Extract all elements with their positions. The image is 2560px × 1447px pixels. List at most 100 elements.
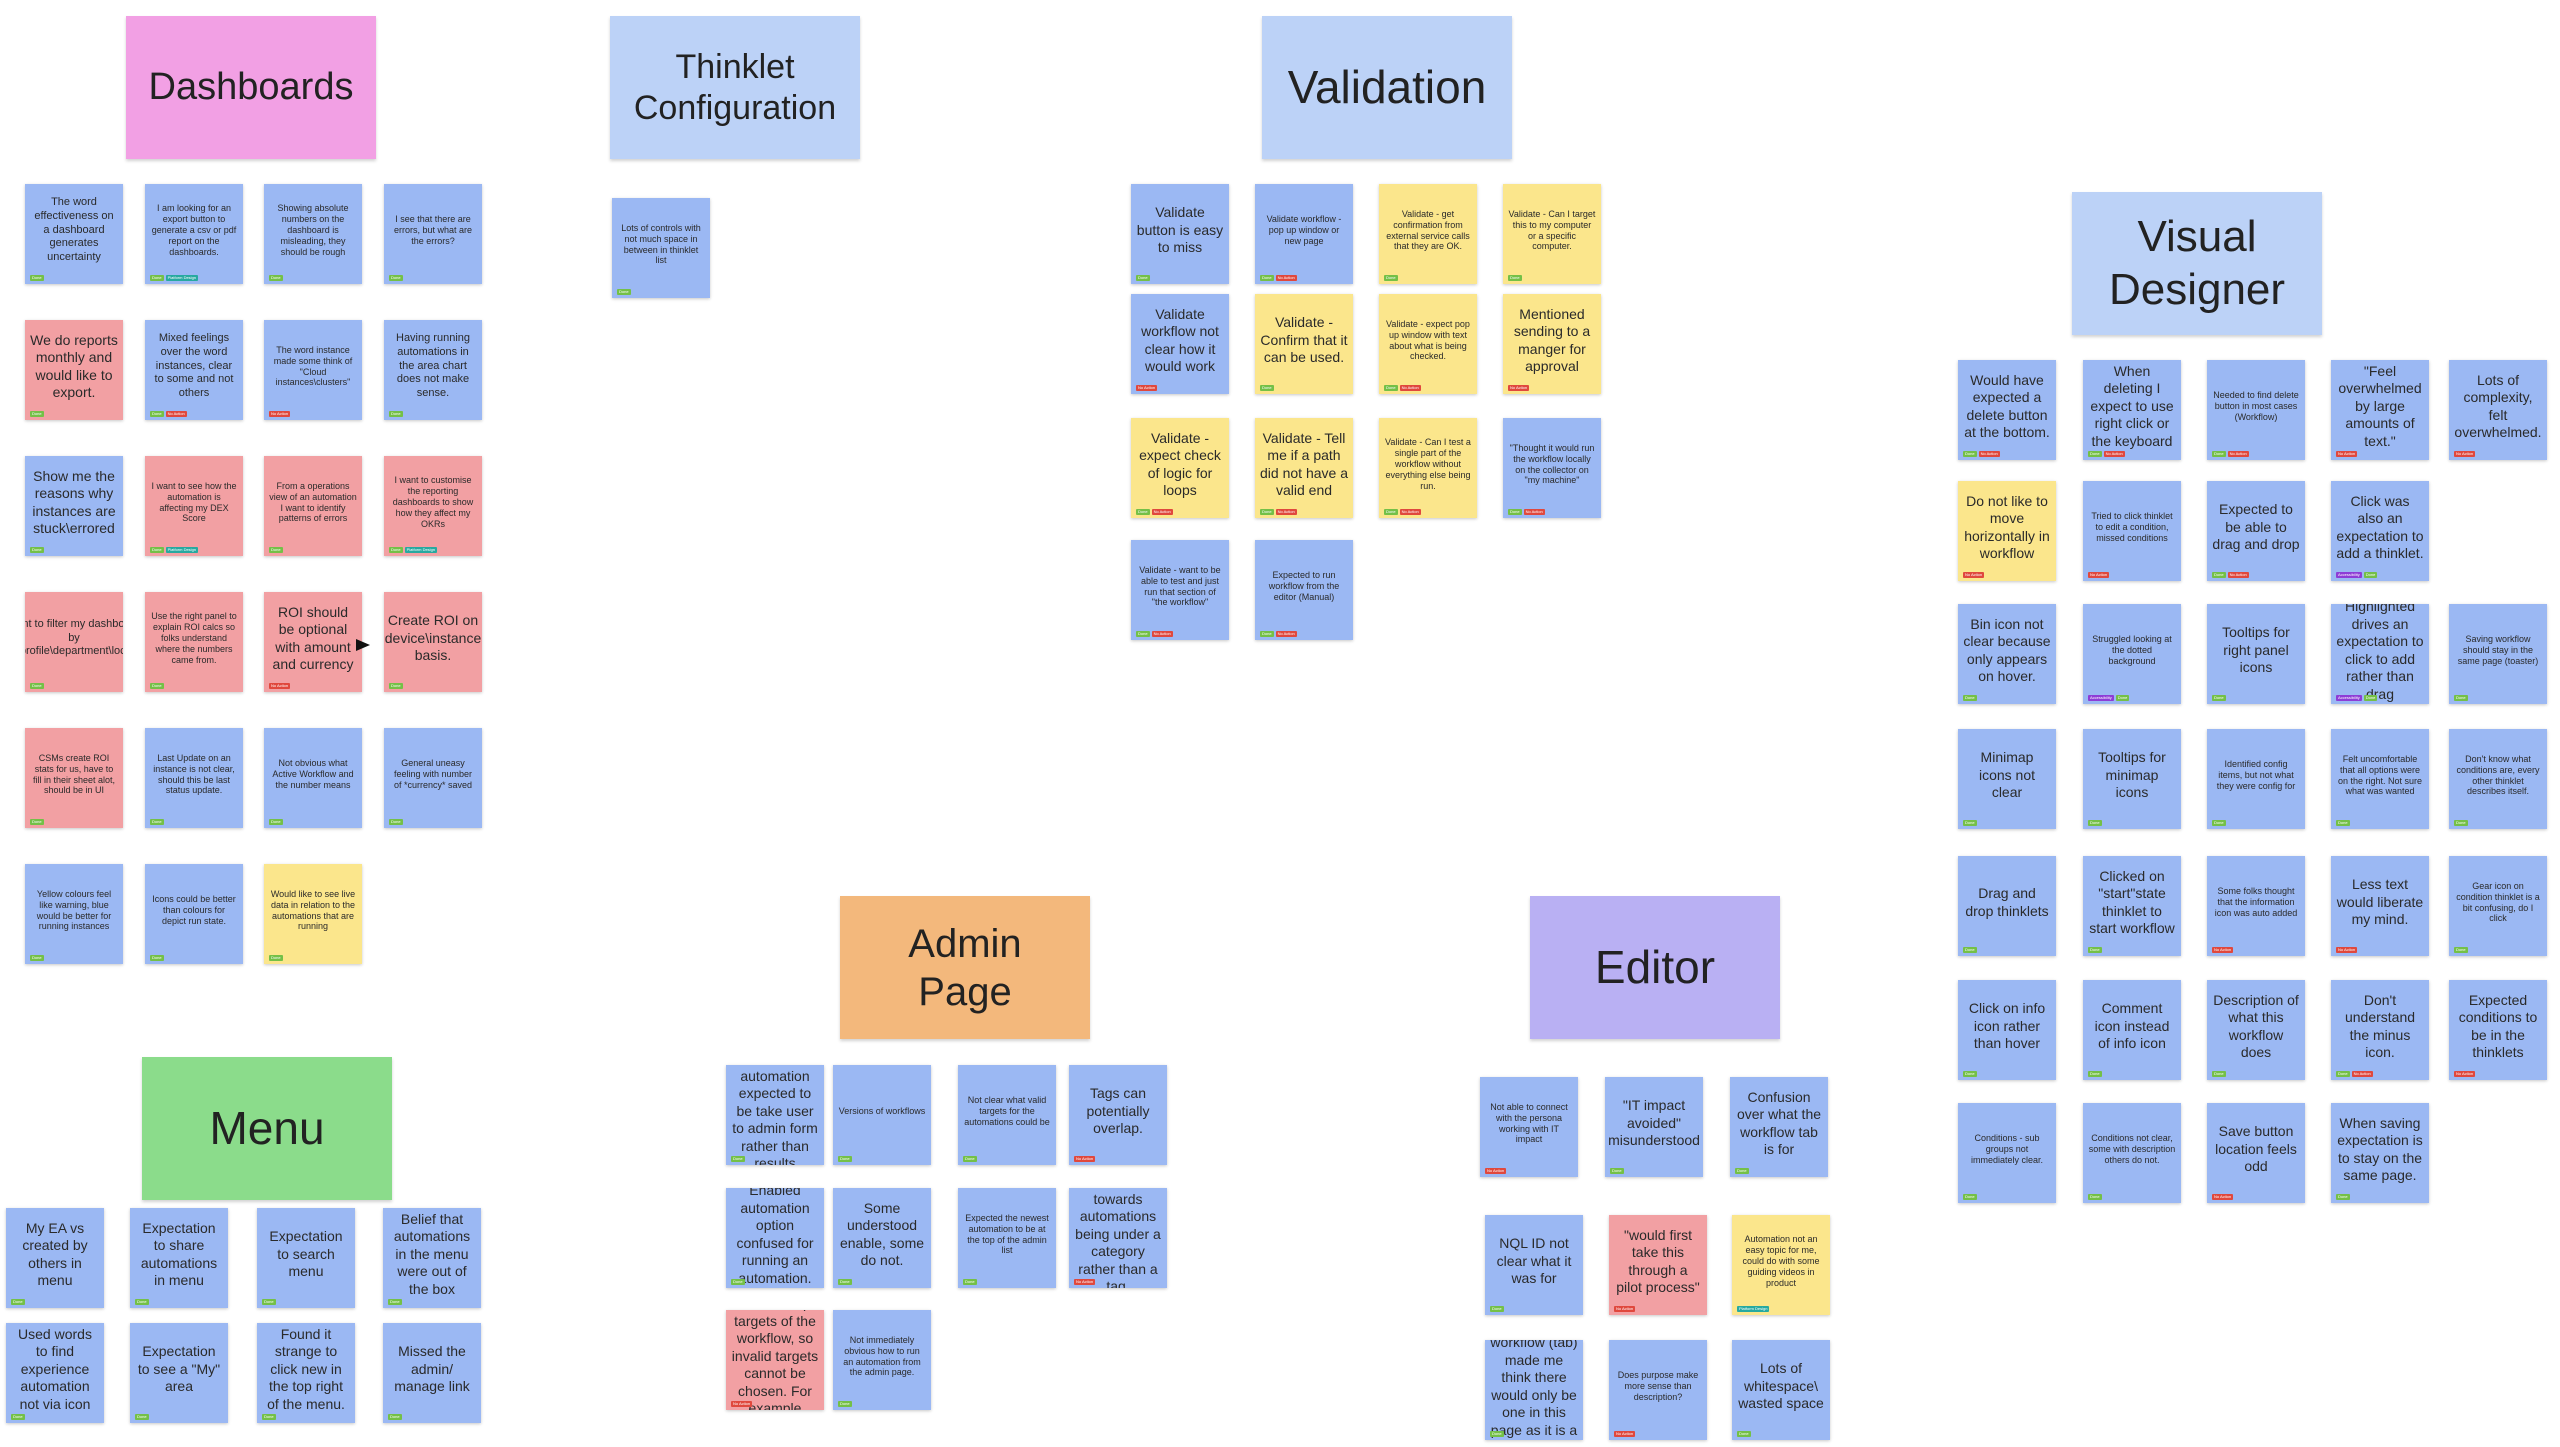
sticky-note[interactable]: Showing absolute numbers on the dashboar… — [264, 184, 362, 284]
sticky-note[interactable]: Enabled automation option confused for r… — [726, 1188, 824, 1288]
sticky-note[interactable]: Don't know what conditions are, every ot… — [2449, 729, 2547, 829]
sticky-note[interactable]: Found it strange to click new in the top… — [257, 1323, 355, 1423]
sticky-note[interactable]: Show me the reasons why instances are st… — [25, 456, 123, 556]
sticky-note[interactable]: Automation not an easy topic for me, cou… — [1732, 1215, 1830, 1315]
sticky-note[interactable]: Belief that automations in the menu were… — [383, 1208, 481, 1308]
sticky-note[interactable]: Less text would liberate my mind.No Acti… — [2331, 856, 2429, 956]
sticky-note[interactable]: Click was also an expectation to add a t… — [2331, 481, 2429, 581]
sticky-note[interactable]: Having running automations in the area c… — [384, 320, 482, 420]
sticky-note[interactable]: Some folks thought that the information … — [2207, 856, 2305, 956]
sticky-note[interactable]: Last Update on an instance is not clear,… — [145, 728, 243, 828]
sticky-note[interactable]: Validate workflow not clear how it would… — [1131, 294, 1229, 394]
sticky-note[interactable]: ROI should be optional with amount and c… — [264, 592, 362, 692]
sticky-note[interactable]: Create ROI on device\instance basis.Done — [384, 592, 482, 692]
sticky-note[interactable]: Lots of complexity, felt overwhelmed.No … — [2449, 360, 2547, 460]
sticky-note[interactable]: Felt uncomfortable that all options were… — [2331, 729, 2429, 829]
sticky-note[interactable]: Saving workflow should stay in the same … — [2449, 604, 2547, 704]
sticky-note[interactable]: Conditions - sub groups not immediately … — [1958, 1103, 2056, 1203]
sticky-note[interactable]: Not clear what valid targets for the aut… — [958, 1065, 1056, 1165]
sticky-note[interactable]: Validate - Can I target this to my compu… — [1503, 184, 1601, 284]
sticky-note[interactable]: I want to customise the reporting dashbo… — [384, 456, 482, 556]
sticky-note[interactable]: Struggled looking at the dotted backgrou… — [2083, 604, 2181, 704]
sticky-note[interactable]: Validate - expect pop up window with tex… — [1379, 294, 1477, 394]
sticky-note[interactable]: Preference towards automations being und… — [1069, 1188, 1167, 1288]
sticky-note[interactable]: Confusion over what the workflow tab is … — [1730, 1077, 1828, 1177]
sticky-note[interactable]: Validate - want to be able to test and j… — [1131, 540, 1229, 640]
sticky-note[interactable]: We do reports monthly and would like to … — [25, 320, 123, 420]
sticky-note[interactable]: Lots of controls with not much space in … — [612, 198, 710, 298]
sticky-note[interactable]: Yellow colours feel like warning, blue w… — [25, 864, 123, 964]
sticky-note[interactable]: Expectation to share automations in menu… — [130, 1208, 228, 1308]
sticky-note[interactable]: "would first take this through a pilot p… — [1609, 1215, 1707, 1315]
sticky-note[interactable]: Do not like to move horizontally in work… — [1958, 481, 2056, 581]
sticky-note[interactable]: Validate - expect check of logic for loo… — [1131, 418, 1229, 518]
sticky-note[interactable]: Validate workflow - pop up window or new… — [1255, 184, 1353, 284]
sticky-note[interactable]: Needed to find delete button in most cas… — [2207, 360, 2305, 460]
sticky-note[interactable]: Tried to click thinklet to edit a condit… — [2083, 481, 2181, 581]
sticky-note[interactable]: Name of automation expected to be take u… — [726, 1065, 824, 1165]
section-header-thinklet-configuration[interactable]: Thinklet Configuration — [610, 16, 860, 159]
sticky-note[interactable]: Mentioned sending to a manger for approv… — [1503, 294, 1601, 394]
sticky-note[interactable]: Mixed feelings over the word instances, … — [145, 320, 243, 420]
sticky-note[interactable]: I want to filter my dashboards by role\p… — [25, 592, 123, 692]
section-header-menu[interactable]: Menu — [142, 1057, 392, 1200]
sticky-note[interactable]: I am looking for an export button to gen… — [145, 184, 243, 284]
sticky-note[interactable]: Bin icon not clear because only appears … — [1958, 604, 2056, 704]
sticky-note[interactable]: Conditions not clear, some with descript… — [2083, 1103, 2181, 1203]
sticky-note[interactable]: Tags can potentially overlap.No Action — [1069, 1065, 1167, 1165]
section-header-editor[interactable]: Editor — [1530, 896, 1780, 1039]
sticky-note[interactable]: From a operations view of an automation … — [264, 456, 362, 556]
sticky-note[interactable]: The word workflow (tab) made me think th… — [1485, 1340, 1583, 1440]
sticky-note[interactable]: Not able to connect with the persona wor… — [1480, 1077, 1578, 1177]
sticky-note[interactable]: Icons could be better than colours for d… — [145, 864, 243, 964]
sticky-note[interactable]: Would have expected a delete button at t… — [1958, 360, 2056, 460]
sticky-note[interactable]: General uneasy feeling with number of *c… — [384, 728, 482, 828]
sticky-note[interactable]: Validate - get confirmation from externa… — [1379, 184, 1477, 284]
sticky-note[interactable]: Use the right panel to explain ROI calcs… — [145, 592, 243, 692]
sticky-note[interactable]: The word effectiveness on a dashboard ge… — [25, 184, 123, 284]
sticky-note[interactable]: Does purpose make more sense than descri… — [1609, 1340, 1707, 1440]
sticky-note[interactable]: Expected conditions to be in the thinkle… — [2449, 980, 2547, 1080]
sticky-note[interactable]: Not immediately obvious how to run an au… — [833, 1310, 931, 1410]
sticky-note[interactable]: Gear icon on condition thinklet is a bit… — [2449, 856, 2547, 956]
sticky-note[interactable]: Used words to find experience automation… — [6, 1323, 104, 1423]
sticky-note[interactable]: Highlighted drives an expectation to cli… — [2331, 604, 2429, 704]
sticky-note[interactable]: Not obvious what Active Workflow and the… — [264, 728, 362, 828]
sticky-note[interactable]: When deleting I expect to use right clic… — [2083, 360, 2181, 460]
sticky-note[interactable]: "Feel overwhelmed by large amounts of te… — [2331, 360, 2429, 460]
sticky-note[interactable]: Expected to run workflow from the editor… — [1255, 540, 1353, 640]
sticky-note[interactable]: Clicked on "start"state thinklet to star… — [2083, 856, 2181, 956]
sticky-note[interactable]: Would like to see live data in relation … — [264, 864, 362, 964]
section-header-validation[interactable]: Validation — [1262, 16, 1512, 159]
sticky-note[interactable]: Validate - Confirm that it can be used.D… — [1255, 294, 1353, 394]
sticky-note[interactable]: "Thought it would run the workflow local… — [1503, 418, 1601, 518]
sticky-note[interactable]: Some understood enable, some do not.Done — [833, 1188, 931, 1288]
sticky-note[interactable]: CSMs create ROI stats for us, have to fi… — [25, 728, 123, 828]
section-header-visual-designer[interactable]: Visual Designer — [2072, 192, 2322, 335]
sticky-note[interactable]: When saving expectation is to stay on th… — [2331, 1103, 2429, 1203]
sticky-note[interactable]: I want to see how the automation is affe… — [145, 456, 243, 556]
section-header-dashboards[interactable]: Dashboards — [126, 16, 376, 159]
sticky-note[interactable]: I see that there are errors, but what ar… — [384, 184, 482, 284]
sticky-note[interactable]: Validate - Can I test a single part of t… — [1379, 418, 1477, 518]
sticky-note[interactable]: Expected the newest automation to be at … — [958, 1188, 1056, 1288]
sticky-note[interactable]: Tags could be used to scope targets of t… — [726, 1310, 824, 1410]
